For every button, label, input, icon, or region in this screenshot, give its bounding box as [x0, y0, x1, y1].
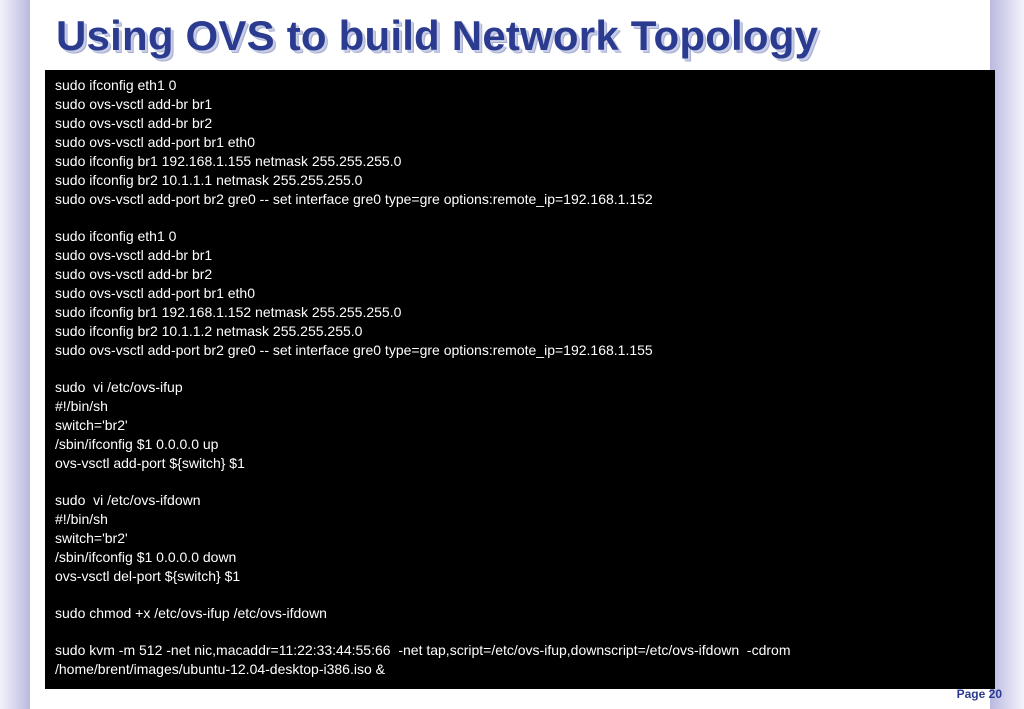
- code-line: sudo ifconfig br1 192.168.1.155 netmask …: [55, 153, 402, 169]
- code-line: #!/bin/sh: [55, 398, 108, 414]
- right-decorative-strip: [990, 0, 1024, 709]
- code-line: /home/brent/images/ubuntu-12.04-desktop-…: [55, 661, 385, 677]
- code-line: /sbin/ifconfig $1 0.0.0.0 down: [55, 549, 237, 565]
- code-line: sudo ovs-vsctl add-br br2: [55, 266, 213, 282]
- code-line: sudo chmod +x /etc/ovs-ifup /etc/ovs-ifd…: [55, 605, 327, 621]
- code-line: switch='br2': [55, 530, 128, 546]
- code-block-ovs-ifup: sudo vi /etc/ovs-ifup #!/bin/sh switch='…: [55, 378, 985, 473]
- code-block-chmod: sudo chmod +x /etc/ovs-ifup /etc/ovs-ifd…: [55, 604, 985, 623]
- code-line: sudo vi /etc/ovs-ifdown: [55, 492, 201, 508]
- code-line: sudo ovs-vsctl add-port br1 eth0: [55, 134, 255, 150]
- code-line: /sbin/ifconfig $1 0.0.0.0 up: [55, 436, 219, 452]
- code-block-host2: sudo ifconfig eth1 0 sudo ovs-vsctl add-…: [55, 227, 985, 360]
- code-line: sudo ovs-vsctl add-port br2 gre0 -- set …: [55, 342, 653, 358]
- code-line: sudo ovs-vsctl add-br br1: [55, 96, 213, 112]
- left-decorative-strip: [0, 0, 30, 709]
- code-line: sudo ovs-vsctl add-port br1 eth0: [55, 285, 255, 301]
- code-block-ovs-ifdown: sudo vi /etc/ovs-ifdown #!/bin/sh switch…: [55, 491, 985, 586]
- terminal-code-box: sudo ifconfig eth1 0 sudo ovs-vsctl add-…: [45, 70, 995, 689]
- code-line: switch='br2': [55, 417, 128, 433]
- code-line: sudo ovs-vsctl add-br br1: [55, 247, 213, 263]
- code-line: sudo ifconfig eth1 0: [55, 77, 177, 93]
- code-line: sudo ovs-vsctl add-br br2: [55, 115, 213, 131]
- code-block-kvm: sudo kvm -m 512 -net nic,macaddr=11:22:3…: [55, 641, 985, 679]
- code-line: sudo vi /etc/ovs-ifup: [55, 379, 183, 395]
- code-line: sudo ifconfig br2 10.1.1.2 netmask 255.2…: [55, 323, 363, 339]
- code-line: #!/bin/sh: [55, 511, 108, 527]
- code-line: sudo kvm -m 512 -net nic,macaddr=11:22:3…: [55, 642, 791, 658]
- code-line: ovs-vsctl del-port ${switch} $1: [55, 568, 241, 584]
- code-block-host1: sudo ifconfig eth1 0 sudo ovs-vsctl add-…: [55, 76, 985, 209]
- page-number: Page 20: [956, 687, 1002, 701]
- code-line: ovs-vsctl add-port ${switch} $1: [55, 455, 245, 471]
- code-line: sudo ifconfig eth1 0: [55, 228, 177, 244]
- code-line: sudo ifconfig br2 10.1.1.1 netmask 255.2…: [55, 172, 363, 188]
- slide-title: Using OVS to build Network Topology: [56, 12, 819, 59]
- code-line: sudo ifconfig br1 192.168.1.152 netmask …: [55, 304, 402, 320]
- code-line: sudo ovs-vsctl add-port br2 gre0 -- set …: [55, 191, 653, 207]
